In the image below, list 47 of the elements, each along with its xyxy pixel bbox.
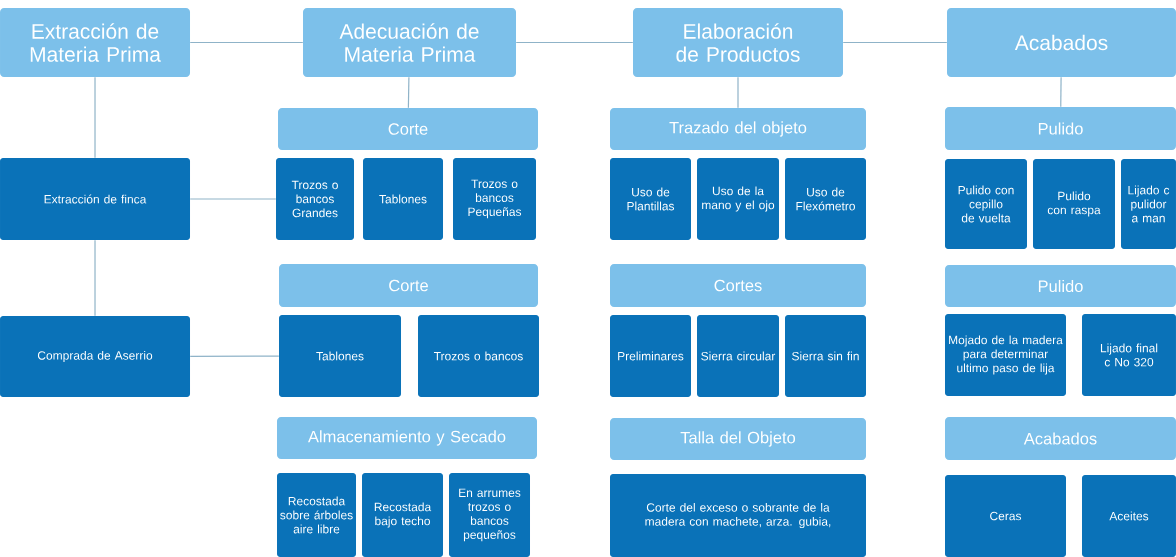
step-box: Pulido con raspa	[1033, 159, 1115, 249]
header-box: Extracción de Materia Prima	[0, 8, 190, 77]
section-box: Pulido	[945, 265, 1176, 307]
connector-line	[189, 41, 304, 44]
header-box: Elaboración de Productos	[633, 8, 843, 77]
connector-line	[407, 76, 410, 109]
step-box: Extracción de finca	[0, 158, 190, 240]
connector-line	[189, 198, 277, 200]
step-box: Sierra circular	[697, 315, 779, 397]
step-box: Sierra sin fin	[785, 315, 866, 397]
step-box: Tablones	[363, 158, 443, 240]
connector-line	[94, 239, 96, 317]
step-box: Trozos o bancos	[418, 315, 539, 397]
step-box: Recostada bajo techo	[362, 473, 443, 557]
step-box: Tablones	[279, 315, 401, 397]
section-box: Cortes	[610, 264, 866, 307]
step-box: Pulido con cepillo de vuelta	[945, 159, 1027, 249]
connector-line	[515, 41, 634, 44]
step-box: Aceites	[1082, 475, 1176, 557]
connector-line	[94, 76, 96, 159]
connector-line	[189, 355, 280, 357]
step-box: Lijado final c No 320	[1082, 314, 1176, 396]
step-box: Trozos o bancos Pequeñas	[453, 158, 536, 240]
step-box: Uso de la mano y el ojo	[697, 158, 779, 240]
step-box: Preliminares	[610, 315, 691, 397]
section-box: Acabados	[945, 417, 1176, 460]
step-box: Corte del exceso o sobrante de la madera con machete, arza. gubia,	[610, 474, 866, 557]
step-box: Trozos o bancos Grandes	[276, 158, 354, 240]
step-box: Comprada de Aserrio	[0, 316, 190, 397]
step-box: Lijado c pulidor a man	[1121, 159, 1176, 249]
section-box: Corte	[279, 264, 538, 307]
step-box: Recostada sobre árboles aire libre	[277, 473, 356, 557]
connector-line	[1060, 76, 1062, 108]
section-box: Corte	[278, 108, 538, 150]
step-box: Mojado de la madera para determinar ultimo paso de lija	[945, 314, 1066, 396]
step-box: Uso de Flexómetro	[785, 158, 866, 240]
header-box: Acabados	[947, 8, 1176, 77]
header-box: Adecuación de Materia Prima	[303, 8, 516, 77]
section-box: Talla del Objeto	[610, 418, 866, 460]
connector-line	[737, 76, 739, 109]
step-box: Ceras	[945, 475, 1066, 557]
step-box: Uso de Plantillas	[610, 158, 691, 240]
step-box: En arrumes trozos o bancos pequeños	[449, 473, 530, 557]
section-box: Almacenamiento y Secado	[277, 417, 537, 459]
section-box: Trazado del objeto	[610, 108, 866, 150]
section-box: Pulido	[945, 107, 1176, 150]
connector-line	[842, 41, 948, 44]
